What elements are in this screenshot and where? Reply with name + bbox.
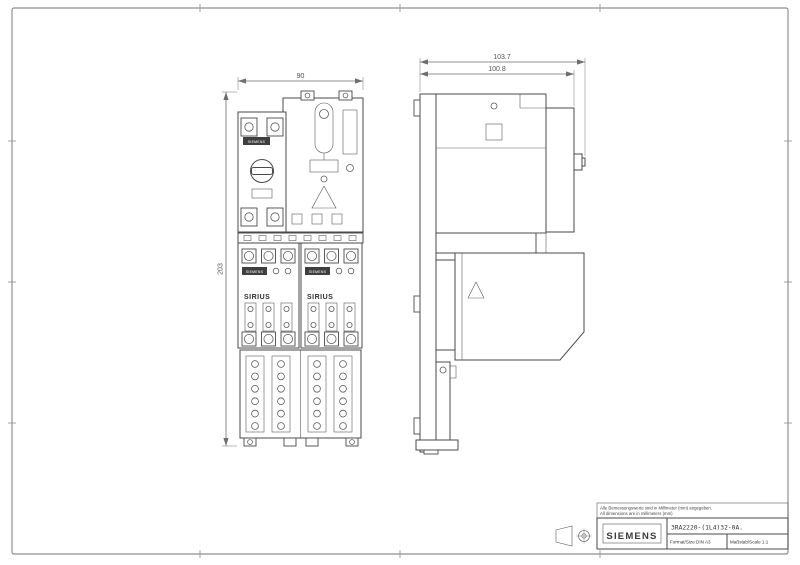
breaker-side-profile xyxy=(435,93,586,234)
plate-warning-triangle xyxy=(311,175,337,209)
mid-band-profile xyxy=(435,232,547,254)
mounting-feet xyxy=(243,437,359,447)
contactor-left-brand-text: SIEMENS xyxy=(246,270,264,274)
scale-cell: Maßstab/Scale 1:1 xyxy=(726,533,789,550)
contactor-right-brand-label: SIEMENS xyxy=(305,267,330,275)
contactor-right-brand-text: SIEMENS xyxy=(309,270,327,274)
contactor-right-clamps xyxy=(307,302,356,332)
lower-spine-profile xyxy=(415,361,459,455)
projection-symbol-icon xyxy=(555,525,592,547)
side-depth-dimension-face: 100.8 xyxy=(420,66,575,106)
front-height-dimension: 203 xyxy=(218,91,237,447)
front-width-dimension: 90 xyxy=(237,73,364,90)
contactor-left-bottom-terminals xyxy=(241,331,296,347)
scale-text: Maßstab/Scale 1:1 xyxy=(730,540,769,545)
rotary-handle-shaft xyxy=(573,153,586,171)
contactor-right-top-terminals xyxy=(304,248,359,264)
rotary-knob xyxy=(250,159,274,183)
contactor-left: SIEMENS SIRIUS xyxy=(237,242,300,349)
sheet-frame xyxy=(8,4,792,558)
din-rail-spine xyxy=(413,93,437,453)
siemens-logo-cell: SIEMENS xyxy=(596,517,668,550)
contactor-left-brand-label: SIEMENS xyxy=(242,267,267,275)
breaker-brand-label: SIEMENS xyxy=(243,137,270,145)
breaker-window xyxy=(251,188,273,199)
terminal-strip-2 xyxy=(271,355,291,433)
breaker-brand-text: SIEMENS xyxy=(248,140,266,144)
mounting-plate xyxy=(282,90,364,233)
format-text: Format/Size DIN A3 xyxy=(670,540,711,545)
circuit-breaker: SIEMENS xyxy=(237,111,287,233)
front-view: 90 203 xyxy=(218,73,364,447)
contactor-right-bottom-terminals xyxy=(304,331,359,347)
contactor-left-top-terminals xyxy=(241,248,296,264)
siemens-logo-text: SIEMENS xyxy=(606,531,657,542)
side-depth-outer-value: 103.7 xyxy=(493,54,511,61)
front-width-value: 90 xyxy=(297,73,305,80)
contactor-right-series-text: SIRIUS xyxy=(307,294,333,301)
title-block: Alle Bemessungswerte sind in Millimeter … xyxy=(555,502,789,550)
format-cell: Format/Size DIN A3 xyxy=(666,533,728,550)
contactor-right: SIEMENS SIRIUS xyxy=(300,242,363,349)
part-number-cell: 3RA2220-(1L4)32-0A. xyxy=(666,517,789,535)
side-depth-face-value: 100.8 xyxy=(488,66,506,73)
terminal-strip-1 xyxy=(245,355,265,433)
breaker-top-terminals xyxy=(240,117,284,137)
note-line-en: All dimensions are in millimeters (mm) xyxy=(600,511,673,516)
front-height-value: 203 xyxy=(218,263,225,275)
contactor-left-clamps xyxy=(244,302,293,332)
part-number-text: 3RA2220-(1L4)32-0A. xyxy=(671,525,743,532)
terminal-strip-3 xyxy=(307,355,327,433)
note-line-de: Alle Bemessungswerte sind in Millimeter … xyxy=(600,506,712,511)
terminal-strip-4 xyxy=(333,355,353,433)
side-view: 103.7 100.8 xyxy=(413,54,586,455)
contactor-side-profile xyxy=(435,252,585,361)
terminal-block-assembly xyxy=(239,349,362,447)
contactor-left-series-text: SIRIUS xyxy=(244,294,270,301)
terminal-band xyxy=(237,232,364,244)
side-warning-triangle xyxy=(467,281,485,299)
breaker-bottom-terminals xyxy=(240,207,284,227)
